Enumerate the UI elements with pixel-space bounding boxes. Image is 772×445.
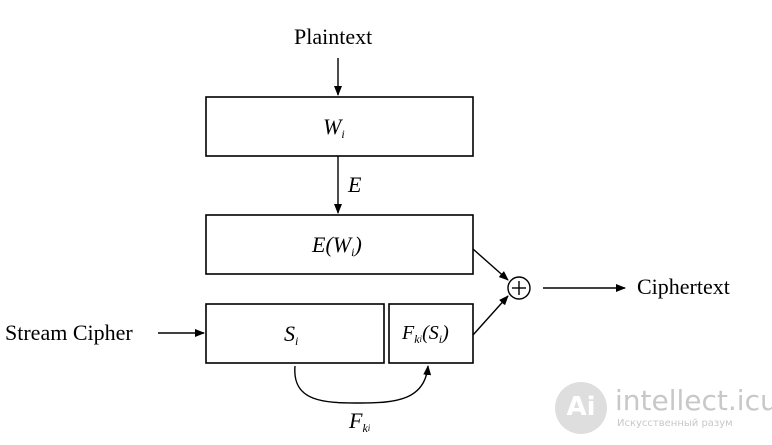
fk-sub: k — [362, 421, 368, 435]
box-ewi — [205, 214, 474, 275]
fksi-arg-close: ) — [442, 322, 449, 344]
stream-cipher-label: Stream Cipher — [5, 320, 133, 345]
ewi-base: W — [332, 232, 352, 257]
si-base: S — [284, 321, 295, 346]
wi-base: W — [323, 114, 342, 139]
box-fksi — [388, 303, 474, 364]
watermark-site: intellect.icu — [615, 384, 772, 417]
fksi-arg-open: ( — [422, 322, 429, 344]
box-wi — [205, 96, 474, 157]
edge-fk-label: Fki — [349, 408, 371, 435]
wi-label: Wi — [323, 114, 345, 141]
fksi-arg-base: S — [428, 322, 439, 344]
arrow-ewi-to-xor — [472, 248, 509, 281]
watermark: Ai intellect.icu Искусственный разум — [555, 378, 772, 438]
wi-sub: i — [341, 127, 345, 141]
arrow-si-to-fksi-curve — [294, 365, 432, 404]
si-sub: i — [295, 334, 299, 348]
ewi-sub: i — [351, 245, 355, 259]
edge-e-label: E — [348, 172, 362, 197]
fksi-arg-sub: i — [438, 332, 443, 346]
fksi-sub: k — [414, 332, 420, 346]
fksi-base: F — [402, 322, 415, 344]
ewi-prefix: E( — [312, 232, 333, 257]
box-si — [205, 303, 385, 364]
watermark-logo-text: Ai — [566, 392, 596, 422]
fk-subsub: i — [367, 423, 371, 433]
watermark-logo-icon: Ai — [555, 382, 607, 434]
fksi-subsub: i — [419, 334, 423, 344]
ewi-suffix: ) — [354, 232, 362, 257]
ewi-label: E(Wi) — [312, 232, 362, 259]
si-label: Si — [284, 321, 299, 348]
fksi-label: Fki(Si) — [402, 323, 449, 345]
plaintext-label: Plaintext — [294, 24, 373, 49]
ciphertext-label: Ciphertext — [637, 274, 730, 299]
fk-base: F — [349, 408, 363, 433]
arrow-fksi-to-xor — [472, 295, 509, 336]
watermark-tagline: Искусственный разум — [617, 418, 733, 429]
